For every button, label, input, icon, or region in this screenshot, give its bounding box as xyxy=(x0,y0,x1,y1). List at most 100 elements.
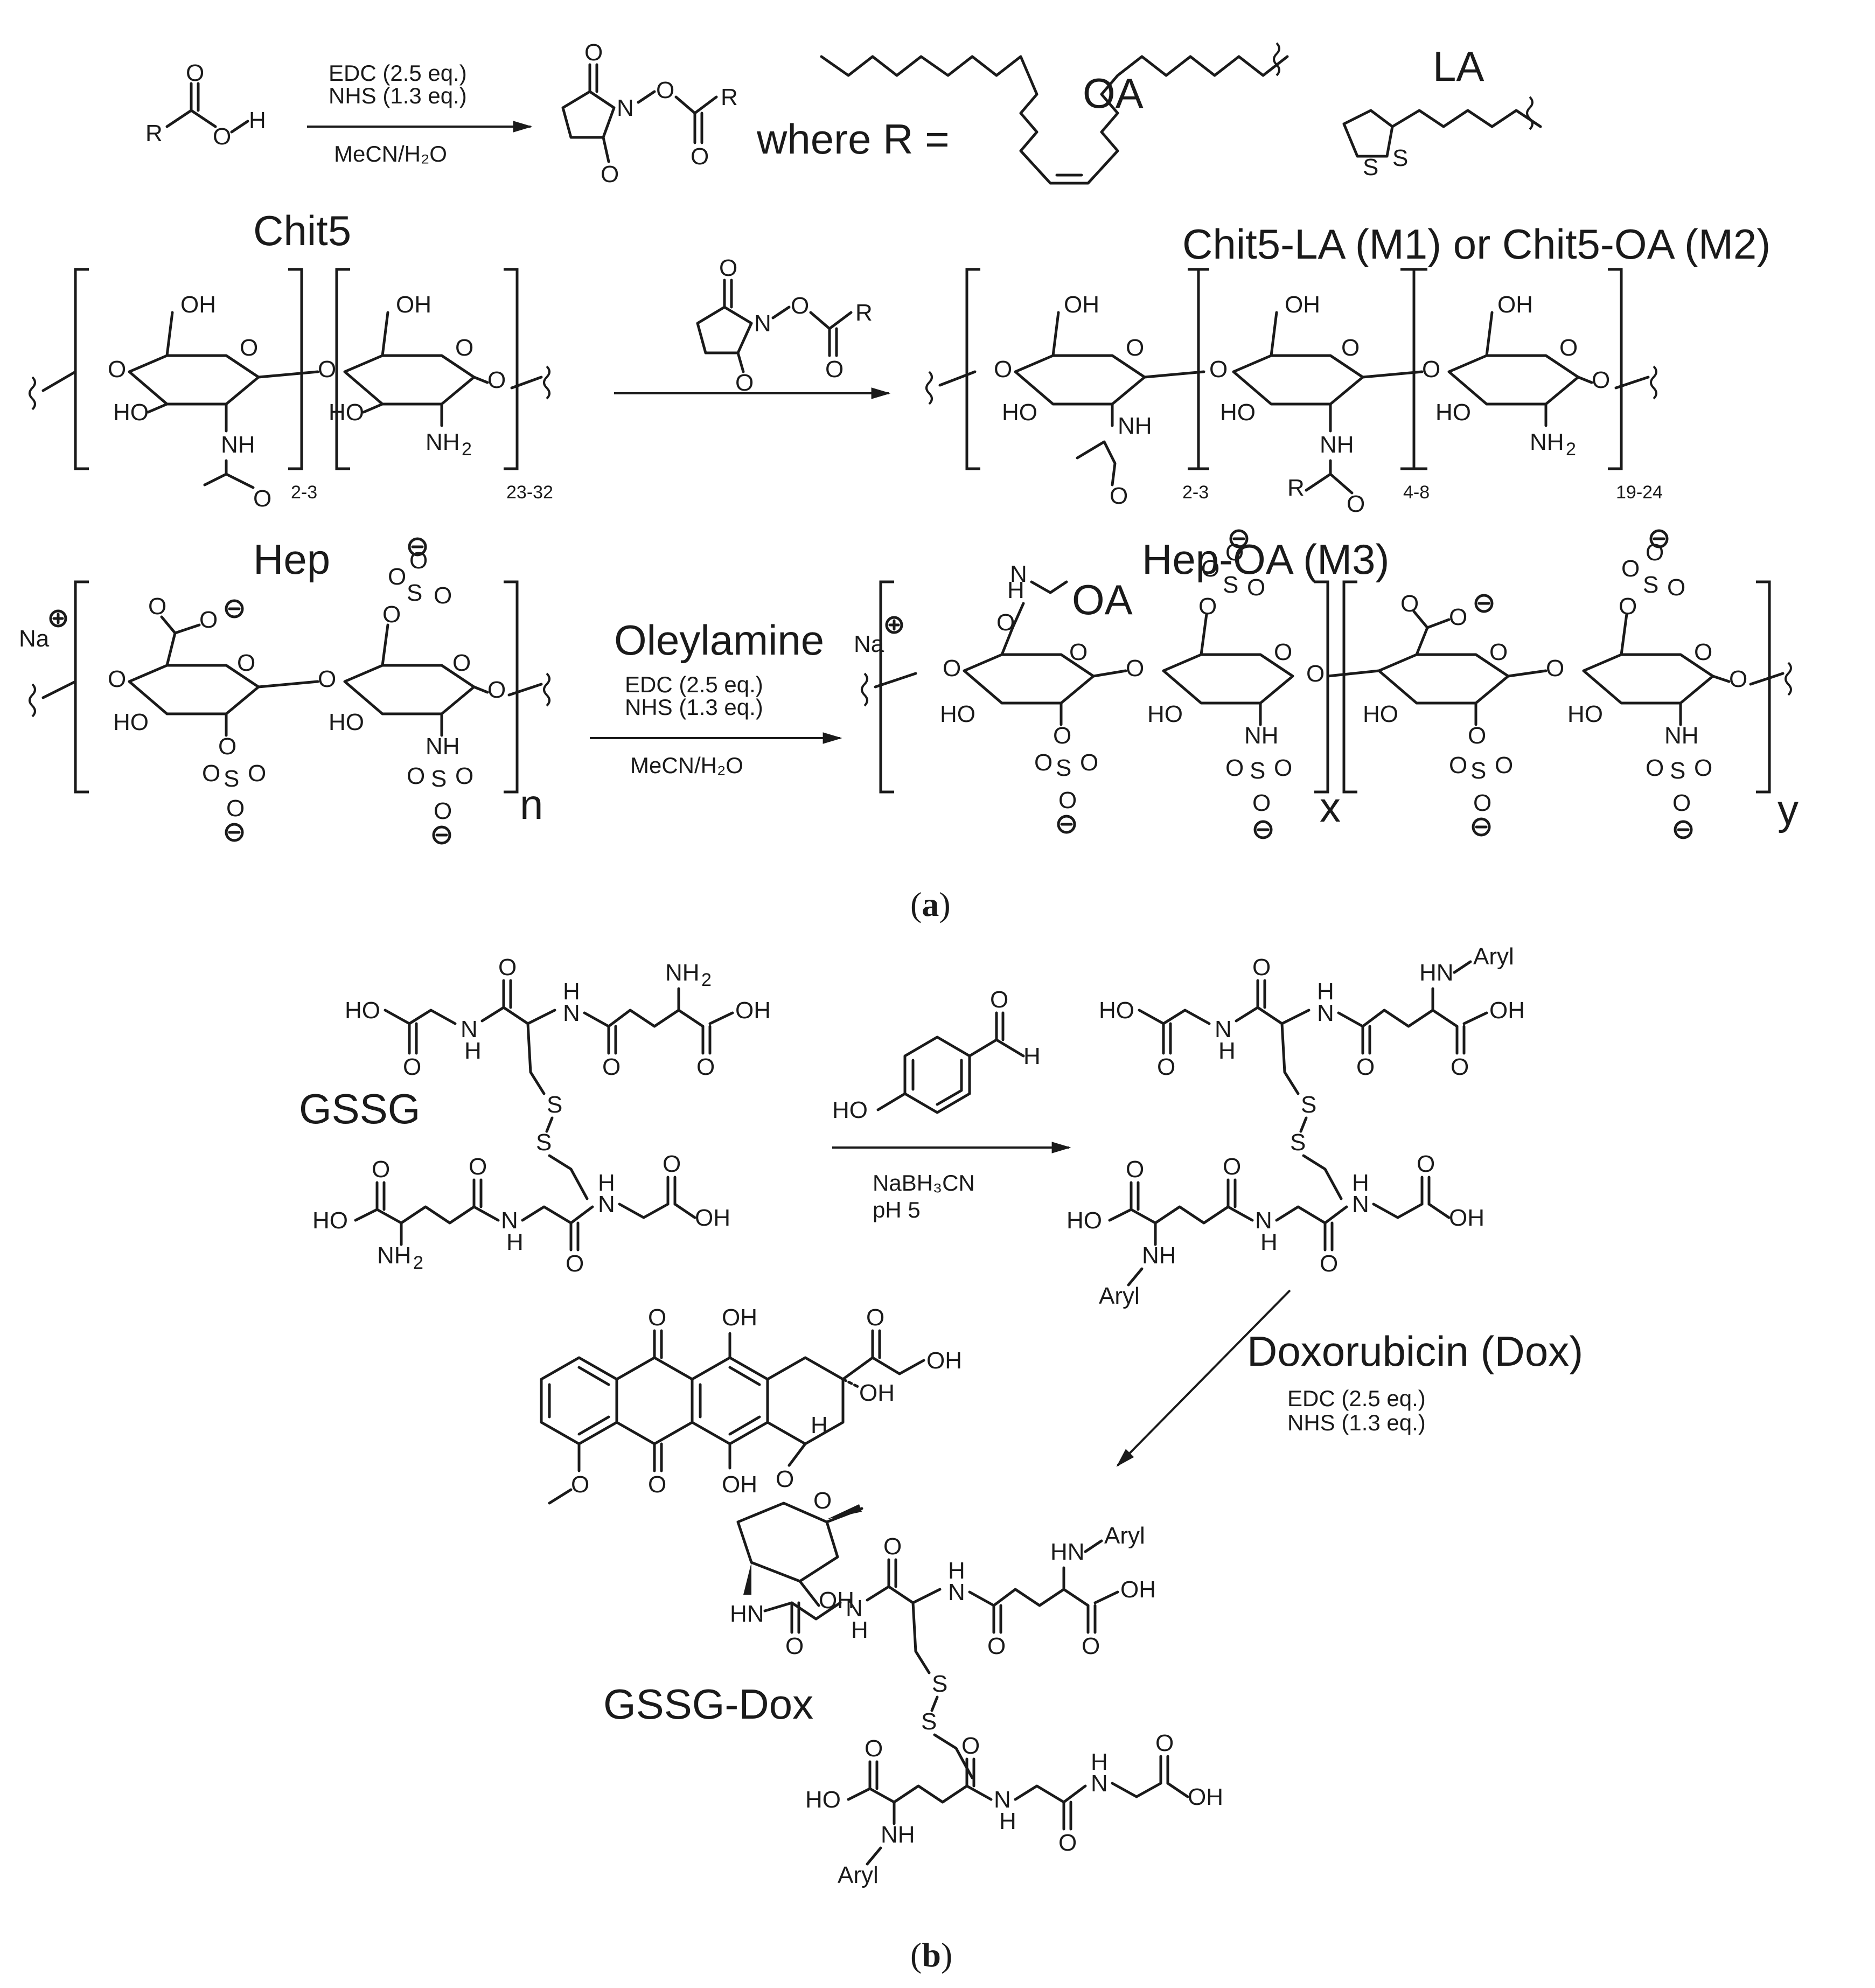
svg-text:HO: HO xyxy=(805,1787,841,1813)
step1-solvent: MeCN/H₂O xyxy=(334,141,447,166)
svg-text:O: O xyxy=(785,1633,804,1659)
svg-text:O: O xyxy=(199,607,218,633)
svg-text:H: H xyxy=(464,1038,482,1064)
svg-text:O: O xyxy=(1451,1054,1469,1080)
svg-text:S: S xyxy=(407,580,422,606)
step1-carboxylic-acid: O R O H xyxy=(145,60,266,150)
svg-text:O: O xyxy=(1058,787,1077,814)
svg-text:O: O xyxy=(1274,755,1292,781)
hep-name: Hep xyxy=(253,536,330,583)
svg-text:O: O xyxy=(452,650,471,676)
svg-text:OH: OH xyxy=(1064,291,1099,318)
svg-text:O: O xyxy=(237,650,255,676)
svg-text:OH: OH xyxy=(1497,291,1533,318)
gssg-name: GSSG xyxy=(299,1085,420,1132)
svg-text:NH: NH xyxy=(881,1822,915,1848)
svg-text:NH: NH xyxy=(426,733,460,760)
svg-text:HO: HO xyxy=(329,709,364,735)
svg-text:O: O xyxy=(994,356,1012,383)
svg-text:H: H xyxy=(1317,978,1334,1005)
svg-text:R: R xyxy=(145,120,163,147)
svg-text:N: N xyxy=(598,1191,615,1218)
hep-sub-n: n xyxy=(520,781,543,828)
chit5-reactant: O OH O HO NH O 2-3 O OH O HO NH 2 O 23-3… xyxy=(29,268,553,512)
svg-text:O: O xyxy=(372,1156,390,1183)
hep-product-na: Na xyxy=(854,631,884,657)
svg-text:O: O xyxy=(487,677,506,703)
panel-a-label: (a) xyxy=(910,885,951,923)
svg-text:OH: OH xyxy=(695,1205,730,1231)
panel-b-label: (b) xyxy=(910,1936,952,1974)
aryl-label-top: Aryl xyxy=(1473,943,1514,970)
svg-text:HO: HO xyxy=(1067,1207,1102,1234)
svg-text:O: O xyxy=(318,356,336,383)
svg-text:O: O xyxy=(487,367,506,393)
svg-text:O: O xyxy=(498,954,517,981)
svg-text:OH: OH xyxy=(396,291,431,318)
svg-text:N: N xyxy=(994,1787,1011,1813)
step3-solvent: MeCN/H₂O xyxy=(630,753,743,778)
svg-text:O: O xyxy=(663,1151,681,1177)
svg-text:HO: HO xyxy=(1435,399,1471,426)
svg-text:O: O xyxy=(1126,1156,1144,1183)
hep-na: Na xyxy=(19,625,50,652)
svg-text:S: S xyxy=(547,1092,562,1118)
svg-text:O: O xyxy=(1473,790,1491,816)
svg-text:R: R xyxy=(855,300,873,326)
svg-text:HO: HO xyxy=(1002,399,1037,426)
hep-product-name: Hep-OA (M3) xyxy=(1142,536,1389,583)
svg-text:O: O xyxy=(1356,1054,1375,1080)
svg-text:HO: HO xyxy=(1220,399,1256,426)
svg-text:OH: OH xyxy=(722,1304,757,1331)
svg-text:S: S xyxy=(431,766,447,792)
r-label-la: LA xyxy=(1433,43,1484,90)
svg-text:HO: HO xyxy=(832,1097,868,1123)
chit5-product-name: Chit5-LA (M1) or Chit5-OA (M2) xyxy=(1182,220,1771,268)
svg-text:H: H xyxy=(1091,1749,1108,1775)
svg-text:HO: HO xyxy=(1099,997,1134,1024)
svg-text:O: O xyxy=(1468,722,1486,749)
svg-text:OH: OH xyxy=(819,1587,854,1614)
svg-text:O: O xyxy=(1225,755,1244,781)
svg-text:O: O xyxy=(382,601,401,628)
svg-text:N: N xyxy=(1255,1207,1272,1234)
svg-text:O: O xyxy=(735,370,754,396)
svg-text:O: O xyxy=(455,763,473,789)
svg-text:OH: OH xyxy=(859,1380,895,1406)
svg-text:N: N xyxy=(1091,1770,1108,1797)
svg-text:HO: HO xyxy=(312,1207,348,1234)
step-b1-arrow: O H HO NaBH₃CN pH 5 xyxy=(832,986,1071,1222)
svg-text:O: O xyxy=(1320,1250,1338,1277)
svg-text:O: O xyxy=(202,760,220,787)
svg-text:S: S xyxy=(1470,757,1486,784)
svg-text:O: O xyxy=(434,798,452,824)
svg-text:O: O xyxy=(656,77,674,103)
svg-text:OH: OH xyxy=(1489,997,1525,1024)
svg-text:O: O xyxy=(1417,1151,1435,1177)
svg-text:O: O xyxy=(1069,639,1088,665)
svg-text:O: O xyxy=(1621,555,1640,582)
svg-text:O: O xyxy=(996,609,1015,636)
svg-text:OH: OH xyxy=(180,291,216,318)
svg-text:O: O xyxy=(240,335,258,361)
svg-text:O: O xyxy=(990,986,1008,1013)
step-b1-reagent-1: NaBH₃CN xyxy=(873,1170,975,1195)
svg-text:N: N xyxy=(1352,1191,1369,1218)
svg-text:O: O xyxy=(1034,749,1052,776)
svg-text:O: O xyxy=(813,1487,832,1514)
gssg-dox-name: GSSG-Dox xyxy=(603,1680,813,1728)
svg-text:O: O xyxy=(1082,1633,1100,1659)
svg-text:H: H xyxy=(249,107,266,134)
svg-text:S: S xyxy=(1290,1129,1306,1156)
step-b2-arrow: Doxorubicin (Dox) EDC (2.5 eq.) NHS (1.3… xyxy=(1116,1289,1583,1467)
svg-text:NH: NH xyxy=(221,432,255,458)
svg-text:O: O xyxy=(469,1153,487,1180)
svg-text:O: O xyxy=(1646,755,1664,781)
step1-reagent-nhs: NHS (1.3 eq.) xyxy=(329,83,467,108)
svg-text:HO: HO xyxy=(1567,701,1603,727)
step-b2-reagent-edc: EDC (2.5 eq.) xyxy=(1287,1386,1426,1411)
hep-product: Na O O H N OA O HO O O S O O O O S O O xyxy=(854,529,1799,839)
hep-sub-y: y xyxy=(1778,786,1799,833)
